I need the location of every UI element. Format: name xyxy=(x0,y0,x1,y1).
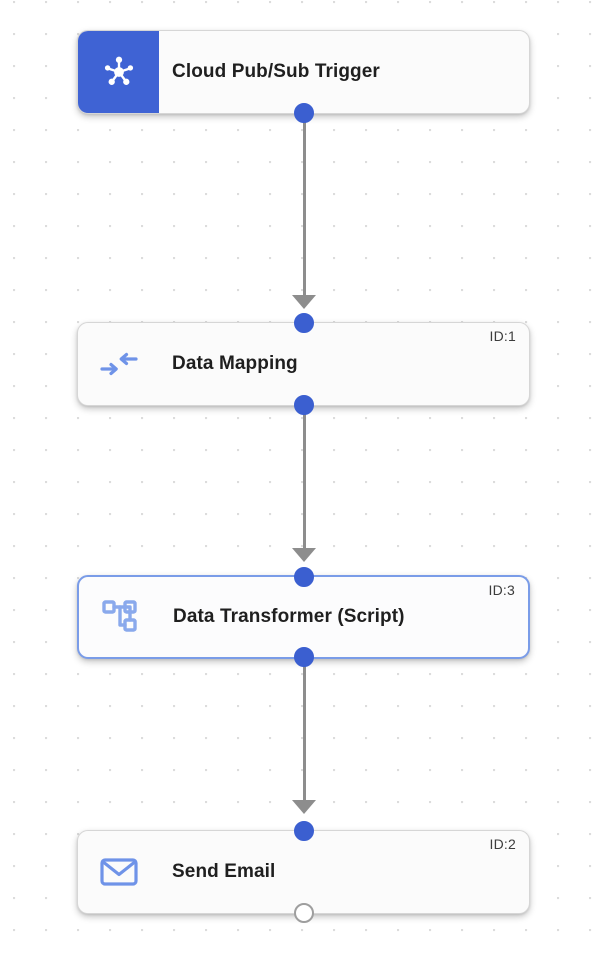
output-handle[interactable] xyxy=(293,903,314,923)
node-icon-panel xyxy=(78,831,159,913)
node-data-mapping[interactable]: Data Mapping ID:1 xyxy=(77,313,530,415)
node-cloud-pubsub-trigger[interactable]: Cloud Pub/Sub Trigger xyxy=(77,30,530,123)
output-handle[interactable] xyxy=(293,647,314,667)
node-body: Data Mapping ID:1 xyxy=(159,323,529,405)
account-tree-icon xyxy=(101,600,137,632)
node-id-badge: ID:2 xyxy=(489,836,516,852)
edge-arrow-mapping-to-transformer xyxy=(292,548,316,562)
edge-arrow-transformer-to-email xyxy=(292,800,316,814)
node-id-badge: ID:1 xyxy=(489,328,516,344)
node-icon-panel xyxy=(79,577,160,657)
edge-line-mapping-to-transformer xyxy=(303,406,306,550)
node-send-email[interactable]: Send Email ID:2 xyxy=(77,821,530,923)
node-title: Cloud Pub/Sub Trigger xyxy=(172,61,380,82)
input-handle[interactable] xyxy=(293,313,314,333)
edge-arrow-trigger-to-mapping xyxy=(292,295,316,309)
node-icon-panel xyxy=(78,323,159,405)
node-title: Data Mapping xyxy=(172,353,298,374)
node-title: Data Transformer (Script) xyxy=(173,606,405,627)
edge-line-trigger-to-mapping xyxy=(303,110,306,300)
edge-line-transformer-to-email xyxy=(303,660,306,802)
data-mapping-arrows-icon xyxy=(99,352,138,376)
pubsub-hub-icon xyxy=(104,56,133,85)
node-body: Data Transformer (Script) ID:3 xyxy=(160,577,528,657)
input-handle[interactable] xyxy=(293,567,314,587)
output-handle[interactable] xyxy=(293,103,314,123)
node-icon-panel xyxy=(78,31,159,113)
node-data-transformer-script[interactable]: Data Transformer (Script) ID:3 xyxy=(77,567,530,667)
node-id-badge: ID:3 xyxy=(488,582,515,598)
envelope-icon xyxy=(99,858,138,886)
input-handle[interactable] xyxy=(293,821,314,841)
node-body: Send Email ID:2 xyxy=(159,831,529,913)
node-title: Send Email xyxy=(172,861,276,882)
output-handle[interactable] xyxy=(293,395,314,415)
node-body: Cloud Pub/Sub Trigger xyxy=(159,31,529,113)
